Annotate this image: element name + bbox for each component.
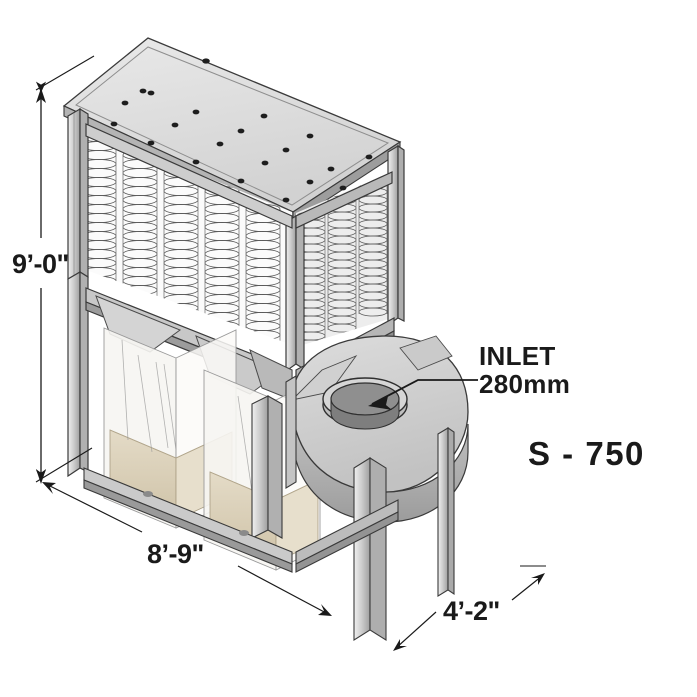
dimension-label-depth: 4’-2" (443, 596, 500, 626)
perforated-top-panel (62, 37, 402, 224)
inlet-callout-line2: 280mm (479, 369, 571, 400)
scroll-blower-housing (290, 335, 469, 523)
leg-front-left (251, 395, 283, 539)
support-legs (251, 375, 455, 641)
corner-post-front-left-lower (67, 270, 89, 478)
corner-post-right (387, 144, 405, 327)
dimension-lines (35, 55, 546, 651)
circular-inlet-collar (322, 377, 408, 430)
dimension-label-height: 9’-0" (12, 249, 69, 279)
inlet-callout: INLET 280mm (479, 342, 570, 398)
corner-post-center (285, 214, 305, 373)
model-number-label: S - 750 (528, 435, 645, 472)
leg-rear-right (437, 426, 455, 597)
inlet-callout-line1: INLET (479, 341, 556, 371)
leg-front-center (353, 457, 387, 641)
leg-rear-left (285, 375, 297, 489)
base-rails (83, 467, 399, 573)
inlet-leader-line (368, 379, 478, 410)
corner-post-front-left (67, 107, 89, 281)
dimension-label-width: 8’-9" (147, 539, 204, 569)
